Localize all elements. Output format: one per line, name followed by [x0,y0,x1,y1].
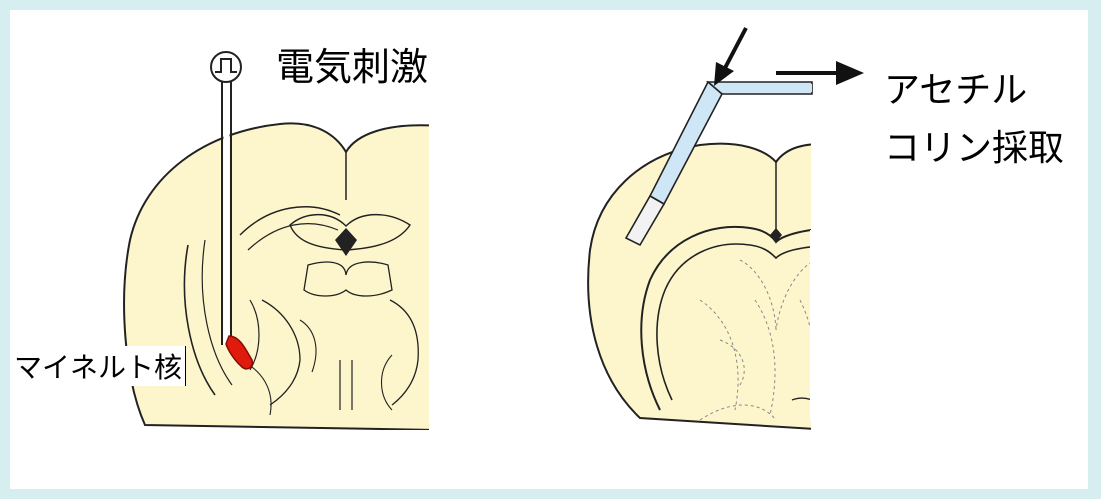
acetylcholine-label-line1: アセチル [884,62,1064,120]
stimulation-label: 電気刺激 [276,36,428,91]
inflow-arrow [714,28,746,86]
nucleus-basalis-label: マイネルト核 [14,346,186,386]
right-brain-crop-edge [810,230,826,420]
acetylcholine-sampling-label: アセチル コリン採取 [884,62,1064,178]
acetylcholine-label-line2: コリン採取 [884,120,1064,178]
right-brain-outline [588,144,830,430]
right-brain-section [588,144,830,430]
pulse-stimulator-icon [211,52,241,82]
